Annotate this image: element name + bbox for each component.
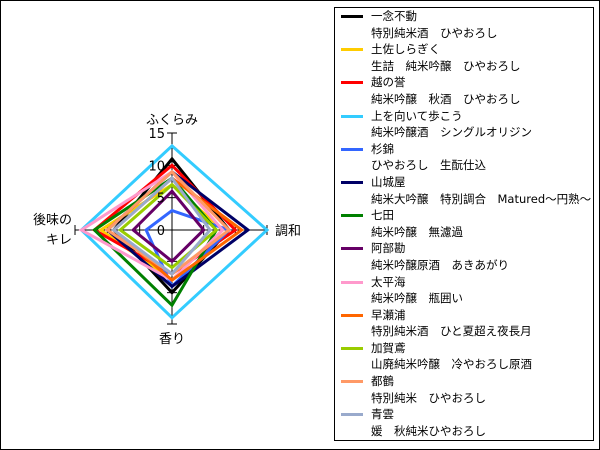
legend-swatch: [341, 180, 363, 184]
legend-label: 加賀鳶: [371, 340, 406, 355]
legend-subtitle: ひやおろし 生酛仕込: [335, 157, 593, 174]
legend-label: 純米吟醸酒 シングルオリジン: [371, 125, 532, 140]
legend-item: 七田: [335, 207, 593, 224]
legend-item: 杉錦: [335, 141, 593, 158]
axis-label: ふくらみ: [146, 113, 198, 128]
legend-label: 純米大吟醸 特別調合 Matured～円熟～: [371, 191, 592, 206]
series-line-12: [111, 176, 212, 276]
series-line-7: [130, 188, 206, 264]
tick-label: 5: [157, 192, 165, 207]
legend-subtitle: 特別純米酒 ひやおろし: [335, 25, 593, 42]
legend-subtitle: 純米吟醸酒 シングルオリジン: [335, 124, 593, 141]
legend-item: 青雲: [335, 406, 593, 423]
legend-label: 特別純米酒 ひと夏超え夜長月: [371, 324, 532, 339]
legend-swatch: [341, 15, 363, 18]
legend-item: 土佐しらぎく: [335, 41, 593, 58]
tick-label: 10: [148, 159, 165, 174]
series-line-3: [79, 143, 270, 320]
tick-label: 0: [157, 224, 165, 239]
legend-item: 阿部勘: [335, 240, 593, 257]
legend-label: 山廃純米吟醸 冷やおろし原酒: [371, 357, 532, 372]
legend-swatch: [341, 114, 363, 118]
legend-swatch: [341, 280, 363, 284]
legend-label: 山城屋: [371, 174, 406, 189]
legend-item: 都鶴: [335, 373, 593, 390]
legend-swatch: [341, 48, 363, 52]
legend-label: 特別純米酒 ひやおろし: [371, 25, 498, 40]
legend-label: 太平海: [371, 274, 406, 289]
legend-item: 上を向いて歩こう: [335, 108, 593, 125]
legend-subtitle: 純米大吟醸 特別調合 Matured～円熟～: [335, 191, 593, 208]
legend-swatch: [341, 81, 363, 85]
legend-item: 早瀬浦: [335, 307, 593, 324]
legend-swatch: [341, 346, 363, 350]
legend-swatch: [341, 214, 363, 218]
legend-subtitle: 純米吟醸 無濾過: [335, 224, 593, 241]
legend-swatch: [341, 380, 363, 384]
legend-label: 上を向いて歩こう: [371, 108, 463, 123]
series-line-10: [117, 182, 219, 270]
legend-label: 阿部勘: [371, 241, 406, 256]
legend-swatch: [341, 413, 363, 417]
legend-subtitle: 特別純米酒 ひと夏超え夜長月: [335, 323, 593, 340]
legend-item: 加賀鳶: [335, 340, 593, 357]
legend-label: 生詰 純米吟醸 ひやおろし: [371, 58, 521, 73]
legend-label: 媛 秋純米ひやおろし: [371, 423, 486, 438]
legend-label: 早瀬浦: [371, 307, 406, 322]
legend-label: 純米吟醸 瓶囲い: [371, 291, 463, 306]
legend-label: 土佐しらぎく: [371, 42, 441, 57]
legend-label: 一念不動: [371, 9, 417, 23]
legend-label: ひやおろし 生酛仕込: [371, 158, 486, 173]
legend-label: 純米吟醸 秋酒 ひやおろし: [371, 91, 521, 106]
legend-subtitle: 純米吟醸 瓶囲い: [335, 290, 593, 307]
axis-label: キレ: [46, 233, 72, 248]
legend-item: 太平海: [335, 274, 593, 291]
series-line-6: [92, 176, 219, 308]
legend-swatch: [341, 313, 363, 317]
legend-label: 純米吟醸原酒 あきあがり: [371, 257, 509, 272]
legend-subtitle: 媛 秋純米ひやおろし: [335, 423, 593, 440]
legend-item: 山城屋: [335, 174, 593, 191]
legend-subtitle: 山廃純米吟醸 冷やおろし原酒: [335, 356, 593, 373]
legend-item: 越の誉: [335, 74, 593, 91]
legend-label: 越の誉: [371, 75, 406, 90]
legend-label: 純米吟醸 無濾過: [371, 224, 463, 239]
legend-subtitle: 生詰 純米吟醸 ひやおろし: [335, 58, 593, 75]
legend-swatch: [341, 247, 363, 251]
legend-label: 特別純米 ひやおろし: [371, 390, 486, 405]
legend-subtitle: 特別純米 ひやおろし: [335, 390, 593, 407]
radar-series: [78, 143, 270, 320]
legend: 一念不動特別純米酒 ひやおろし土佐しらぎく生詰 純米吟醸 ひやおろし越の誉純米吟…: [334, 7, 594, 441]
legend-swatch: [341, 147, 363, 151]
axis-label: 香り: [159, 332, 185, 347]
legend-label: 都鶴: [371, 374, 394, 389]
axis-label: 後味の: [33, 213, 72, 228]
tick-label: 15: [148, 127, 165, 142]
legend-label: 七田: [371, 208, 394, 223]
legend-subtitle: 純米吟醸原酒 あきあがり: [335, 257, 593, 274]
legend-item: 一念不動: [335, 8, 593, 25]
axis-label: 調和: [275, 224, 301, 239]
legend-label: 青雲: [371, 407, 394, 422]
legend-subtitle: 純米吟醸 秋酒 ひやおろし: [335, 91, 593, 108]
legend-label: 杉錦: [371, 141, 394, 156]
